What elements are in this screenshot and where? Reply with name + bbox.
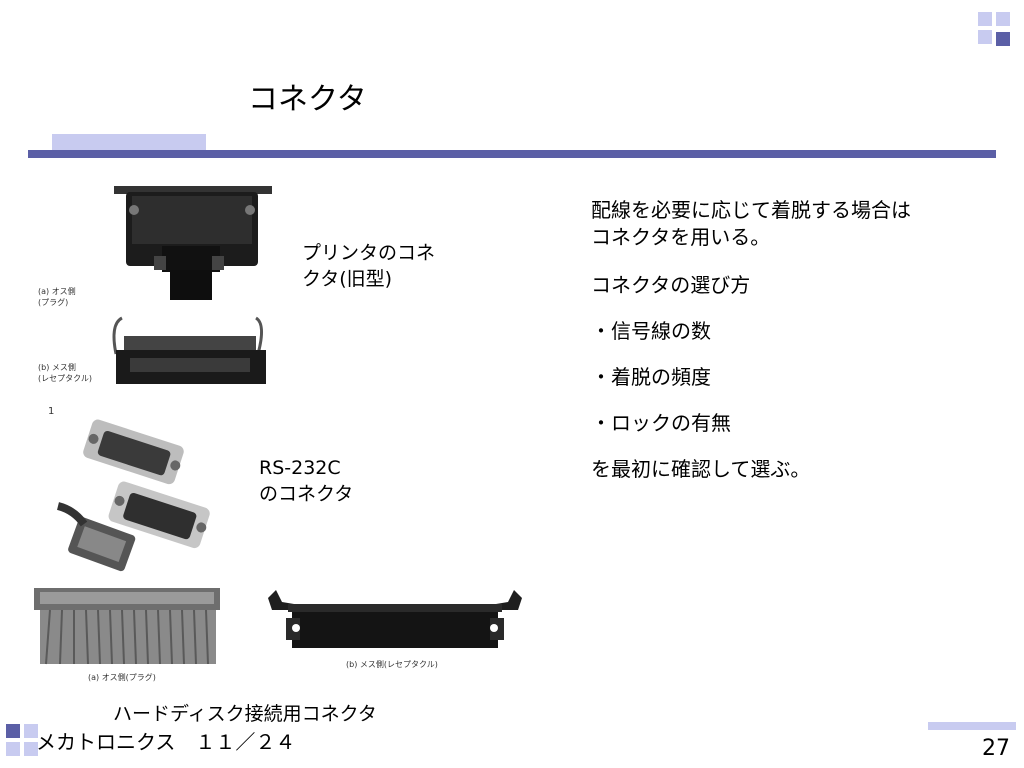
hdd-plug-photo (30, 588, 226, 668)
printer-receptacle-photo (108, 314, 270, 386)
hdd-receptacle-caption: (b) メス側(レセプタクル) (346, 660, 438, 669)
title-divider (28, 150, 996, 158)
conclusion-text: を最初に確認して選ぶ。 (591, 457, 811, 481)
bullet-attach-frequency: ・着脱の頻度 (591, 365, 711, 389)
corner-decoration-bottom-left (6, 724, 46, 764)
printer-connector-label: プリンタのコネ クタ(旧型) (302, 242, 436, 290)
printer-receptacle-caption: (b) メス側 (レセプタクル) (38, 363, 93, 383)
slide-title: コネクタ (248, 82, 367, 117)
hdd-plug-caption: (a) オス側(プラグ) (88, 673, 156, 682)
page-number: 27 (982, 736, 1010, 761)
title-accent-bar (52, 134, 206, 150)
printer-plug-caption: (a) オス側 (プラグ) (38, 287, 76, 307)
intro-text: 配線を必要に応じて着脱する場合は コネクタを用いる。 (591, 198, 911, 249)
selection-heading: コネクタの選び方 (591, 273, 751, 297)
rs232c-marker: 1 (48, 406, 55, 417)
corner-decoration-top-right (978, 12, 1014, 48)
printer-plug-photo (108, 184, 278, 304)
bullet-signal-lines: ・信号線の数 (591, 319, 711, 343)
rs232c-connectors-photo (54, 410, 224, 574)
bullet-lock: ・ロックの有無 (591, 411, 731, 435)
rs232c-connector-label: RS-232C のコネクタ (259, 457, 354, 505)
hdd-receptacle-photo (264, 588, 526, 652)
footer-text: メカトロニクス １１／２４ (36, 730, 296, 754)
footer-accent-bar (928, 722, 1016, 730)
hdd-connector-label: ハードディスク接続用コネクタ (113, 703, 377, 725)
